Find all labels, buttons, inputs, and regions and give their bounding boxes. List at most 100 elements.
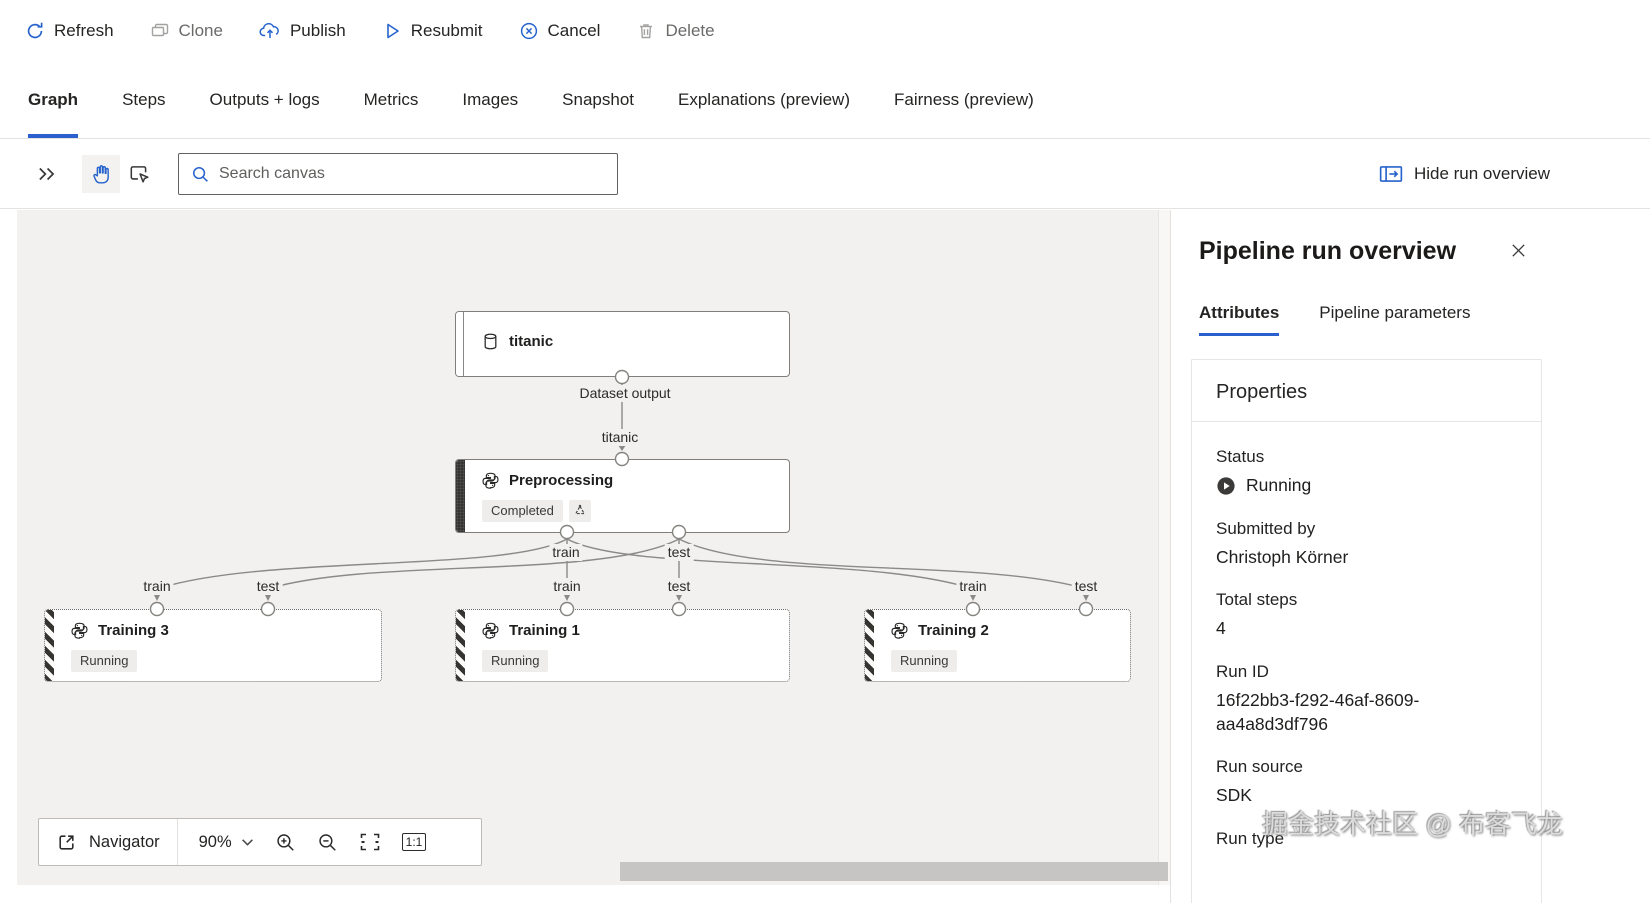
canvas-horizontal-scrollbar[interactable] bbox=[620, 862, 1168, 881]
properties-title: Properties bbox=[1192, 360, 1541, 422]
python-icon bbox=[71, 622, 88, 639]
tab-metrics[interactable]: Metrics bbox=[364, 62, 419, 138]
panel-tabs: Attributes Pipeline parameters bbox=[1199, 303, 1650, 336]
total-steps-label: Total steps bbox=[1216, 590, 1298, 610]
run-source-label: Run source bbox=[1216, 757, 1303, 777]
tab-steps-label: Steps bbox=[122, 90, 166, 109]
one-to-one-icon: 1:1 bbox=[401, 833, 427, 851]
canvas-vertical-scrollbar[interactable] bbox=[1158, 210, 1170, 885]
panel-title: Pipeline run overview bbox=[1199, 237, 1457, 265]
tab-outputs-logs[interactable]: Outputs + logs bbox=[210, 62, 320, 138]
tab-attributes-label: Attributes bbox=[1199, 303, 1280, 322]
run-type-label: Run type bbox=[1216, 828, 1285, 848]
navigator-button[interactable]: Navigator bbox=[39, 819, 178, 865]
hide-run-overview-label: Hide run overview bbox=[1413, 164, 1550, 183]
delete-button[interactable]: Delete bbox=[636, 21, 715, 41]
resubmit-label: Resubmit bbox=[410, 21, 483, 40]
running-status-icon bbox=[1216, 476, 1236, 496]
tab-attributes[interactable]: Attributes bbox=[1199, 303, 1280, 336]
tab-fairness[interactable]: Fairness (preview) bbox=[894, 62, 1034, 138]
tab-explanations-label: Explanations (preview) bbox=[678, 90, 850, 109]
pipeline-run-overview-panel: Pipeline run overview Attributes Pipelin… bbox=[1170, 210, 1650, 903]
run-id-value: 16f22bb3-f292-46af-8609-aa4a8d3df796 bbox=[1216, 689, 1420, 734]
submitted-by-value: Christoph Körner bbox=[1216, 546, 1349, 567]
properties-card: Properties Status Running Submitted by C… bbox=[1191, 359, 1542, 903]
select-tool-button[interactable] bbox=[120, 155, 158, 193]
graph-canvas[interactable]: titanic Preprocessing Completed bbox=[17, 210, 1170, 885]
port-label-train: train bbox=[140, 578, 174, 595]
zoom-out-button[interactable] bbox=[317, 832, 338, 853]
fit-to-screen-button[interactable] bbox=[359, 832, 381, 852]
pan-tool-button[interactable] bbox=[82, 155, 120, 193]
zoom-out-icon bbox=[317, 832, 338, 853]
resubmit-icon bbox=[382, 21, 402, 41]
clone-icon bbox=[150, 21, 170, 41]
hand-icon bbox=[90, 163, 112, 185]
tab-snapshot[interactable]: Snapshot bbox=[562, 62, 634, 138]
status-badge: Running bbox=[891, 650, 958, 672]
refresh-label: Refresh bbox=[54, 21, 114, 40]
port-label-train: train bbox=[956, 578, 990, 595]
publish-button[interactable]: Publish bbox=[259, 21, 346, 41]
node-training-3[interactable]: Training 3 Running bbox=[44, 609, 382, 682]
submitted-by-label: Submitted by bbox=[1216, 518, 1316, 538]
cancel-circle-x-icon bbox=[519, 21, 539, 41]
command-bar: Refresh Clone Publish Resubmit Cancel De… bbox=[0, 0, 1650, 62]
port-label-test: test bbox=[253, 578, 283, 595]
canvas-toolbar: Hide run overview bbox=[0, 140, 1650, 209]
clone-label: Clone bbox=[178, 21, 223, 40]
canvas-search-box bbox=[178, 153, 618, 195]
select-cursor-icon bbox=[128, 163, 150, 185]
tab-images[interactable]: Images bbox=[462, 62, 518, 138]
status-value: Running bbox=[1246, 475, 1312, 495]
port-label-test: test bbox=[664, 578, 694, 595]
python-icon bbox=[482, 472, 499, 489]
port-label-dataset-output: Dataset output bbox=[576, 385, 674, 402]
tab-explanations[interactable]: Explanations (preview) bbox=[678, 62, 850, 138]
python-icon bbox=[891, 622, 908, 639]
tab-graph-label: Graph bbox=[28, 90, 79, 109]
resubmit-button[interactable]: Resubmit bbox=[382, 21, 483, 41]
node-title: Training 3 bbox=[98, 622, 169, 639]
cancel-button[interactable]: Cancel bbox=[519, 21, 601, 41]
port-label-test: test bbox=[664, 544, 694, 561]
zoom-in-button[interactable] bbox=[275, 832, 296, 853]
tab-images-label: Images bbox=[462, 90, 519, 109]
actual-size-button[interactable]: 1:1 bbox=[401, 833, 427, 851]
expand-toolbar-button[interactable] bbox=[28, 155, 66, 193]
navigator-toolbar: Navigator 90% 1:1 bbox=[38, 818, 482, 866]
close-panel-button[interactable] bbox=[1509, 241, 1528, 260]
tab-steps[interactable]: Steps bbox=[122, 62, 165, 138]
refresh-button[interactable]: Refresh bbox=[25, 21, 114, 41]
node-preprocessing[interactable]: Preprocessing Completed bbox=[455, 459, 790, 533]
tab-pipeline-parameters[interactable]: Pipeline parameters bbox=[1319, 303, 1470, 336]
publish-icon bbox=[259, 21, 281, 41]
navigator-icon bbox=[56, 832, 77, 853]
port-label-test: test bbox=[1071, 578, 1101, 595]
tab-parameters-label: Pipeline parameters bbox=[1319, 303, 1471, 322]
status-badge: Running bbox=[71, 650, 138, 672]
node-training-1[interactable]: Training 1 Running bbox=[455, 609, 790, 682]
navigator-label: Navigator bbox=[89, 832, 160, 851]
tab-graph[interactable]: Graph bbox=[28, 62, 79, 138]
zoom-level-dropdown[interactable]: 90% bbox=[178, 833, 254, 852]
run-source-value: SDK bbox=[1216, 785, 1252, 806]
trash-icon bbox=[636, 21, 656, 41]
rerun-icon bbox=[568, 500, 591, 522]
cancel-label: Cancel bbox=[547, 21, 601, 40]
tab-metrics-label: Metrics bbox=[363, 90, 419, 109]
node-training-2[interactable]: Training 2 Running bbox=[864, 609, 1131, 682]
clone-button[interactable]: Clone bbox=[150, 21, 223, 41]
hide-run-overview-button[interactable]: Hide run overview bbox=[1379, 164, 1550, 184]
node-title: Training 2 bbox=[918, 622, 989, 639]
canvas-search-input[interactable] bbox=[219, 165, 605, 183]
python-icon bbox=[482, 622, 499, 639]
status-label: Status bbox=[1216, 447, 1265, 466]
total-steps-value: 4 bbox=[1216, 618, 1226, 639]
node-titanic-dataset[interactable]: titanic bbox=[455, 311, 790, 377]
zoom-level-value: 90% bbox=[198, 832, 232, 851]
port-label-train: train bbox=[549, 544, 583, 561]
training2-node-accent bbox=[865, 610, 874, 681]
tab-snapshot-label: Snapshot bbox=[562, 90, 635, 109]
chevron-down-icon bbox=[241, 838, 254, 847]
